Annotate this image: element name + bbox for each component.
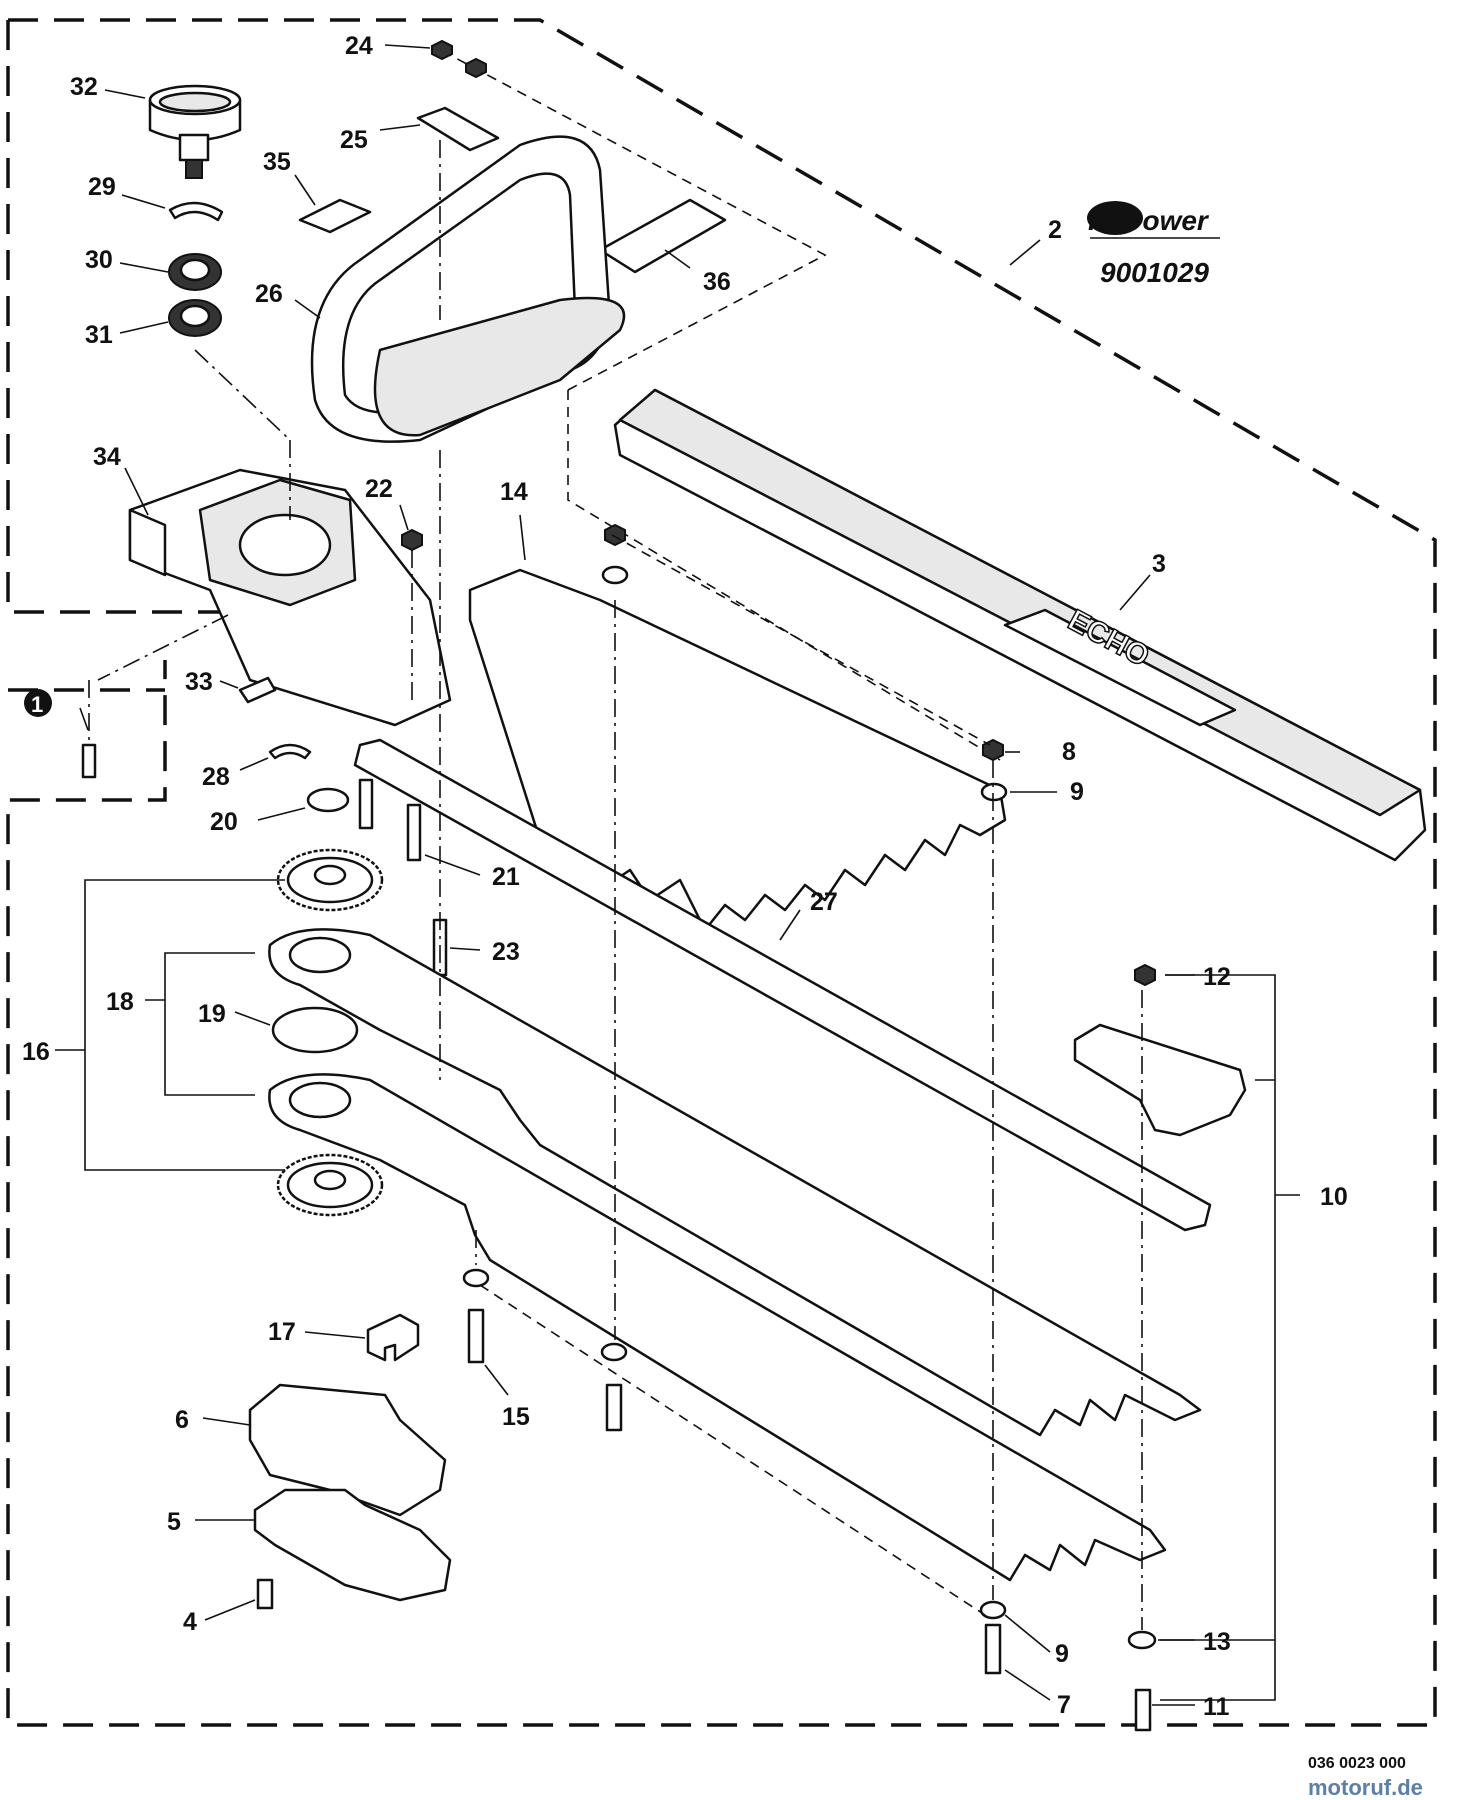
front-handle <box>310 135 626 443</box>
guide-rail-27 <box>353 738 1212 1232</box>
tip-guard <box>1073 1023 1247 1137</box>
bearing-31 <box>168 299 222 337</box>
nut-24 <box>431 39 453 61</box>
label-17: 17 <box>268 1318 296 1346</box>
label-30: 30 <box>85 246 113 274</box>
bolt-4 <box>256 1578 274 1610</box>
label-9a: 9 <box>1070 778 1084 806</box>
label-6: 6 <box>175 1406 189 1434</box>
label-16: 16 <box>22 1038 50 1066</box>
gear-lower <box>276 1153 384 1217</box>
label-33: 33 <box>185 668 213 696</box>
label-15: 15 <box>502 1403 530 1431</box>
part-labels: 1 2 3 4 5 6 7 8 9 9 10 11 12 13 14 15 16… <box>22 32 1348 1721</box>
blade-guide-14 <box>468 568 1007 932</box>
label-36: 36 <box>703 268 731 296</box>
label-10: 10 <box>1320 1183 1348 1211</box>
repower-brand: RePower <box>1088 205 1210 236</box>
repower-part-number: 9001029 <box>1100 257 1209 288</box>
label-28: 28 <box>202 763 230 791</box>
cover-5 <box>253 1488 452 1602</box>
blade-cover: ECHO <box>613 388 1427 862</box>
bolt-21a <box>358 778 374 830</box>
label-22: 22 <box>365 475 393 503</box>
cam-plate-19 <box>271 1006 359 1054</box>
nut-24b <box>465 57 487 79</box>
label-24: 24 <box>345 32 373 60</box>
label-21: 21 <box>492 863 520 891</box>
blade-upper <box>268 928 1202 1437</box>
callout-1: 1 <box>24 689 97 779</box>
label-26: 26 <box>255 280 283 308</box>
label-20: 20 <box>210 808 238 836</box>
label-19: 19 <box>198 1000 226 1028</box>
grease-nipple-33 <box>238 676 277 704</box>
washer-15 <box>462 1268 490 1288</box>
bolt-15 <box>467 1308 485 1364</box>
leader-lines <box>79 44 1195 1706</box>
plate-25 <box>416 106 500 152</box>
label-31: 31 <box>85 321 113 349</box>
label-35 <box>298 198 372 234</box>
bolt-21b <box>406 803 422 862</box>
watermark: motoruf.de <box>1308 1775 1423 1800</box>
washer-20 <box>306 787 350 813</box>
bolt-lower-mid <box>605 1383 623 1432</box>
svg-text:1: 1 <box>31 692 43 717</box>
washer-13 <box>1127 1630 1157 1650</box>
bolt-7 <box>984 1623 1002 1675</box>
label-29: 29 <box>88 173 116 201</box>
bearing-30 <box>168 253 222 291</box>
label-27: 27 <box>810 888 838 916</box>
label-32: 32 <box>70 73 98 101</box>
label-5: 5 <box>167 1508 181 1536</box>
circlip-29 <box>168 201 224 222</box>
alignment-lines <box>88 140 1143 1630</box>
circlip-28 <box>268 743 312 760</box>
washer-lower-mid <box>600 1342 628 1362</box>
label-35: 35 <box>263 148 291 176</box>
label-8: 8 <box>1062 738 1076 766</box>
nut-upper <box>604 523 626 547</box>
label-23: 23 <box>492 938 520 966</box>
label-7: 7 <box>1057 1691 1071 1719</box>
label-9b: 9 <box>1055 1640 1069 1668</box>
nut-22 <box>401 528 423 552</box>
label-4: 4 <box>183 1608 197 1636</box>
drawing-number: 036 0023 000 <box>1308 1755 1406 1772</box>
label-2: 2 <box>1048 216 1062 244</box>
label-14: 14 <box>500 478 528 506</box>
label-3: 3 <box>1152 550 1166 578</box>
washer-9b <box>979 1600 1007 1620</box>
nut-8 <box>982 738 1004 762</box>
label-12: 12 <box>1203 963 1231 991</box>
blade-lower <box>268 1073 1167 1582</box>
gasket-6 <box>248 1383 447 1517</box>
gearbox-case <box>128 468 452 727</box>
label-13: 13 <box>1203 1628 1231 1656</box>
bolt-11 <box>1134 1688 1152 1732</box>
repower-logo: RePower 9001029 <box>1087 201 1220 288</box>
label-11: 11 <box>1203 1693 1230 1721</box>
label-18: 18 <box>106 988 134 1016</box>
washer-upper <box>601 565 629 585</box>
label-25: 25 <box>340 126 368 154</box>
bracket-lines <box>55 879 1300 1701</box>
bracket-17 <box>366 1313 420 1362</box>
washer-9 <box>980 782 1008 802</box>
nut-12 <box>1134 963 1156 987</box>
clutch-drum <box>148 84 242 179</box>
gear-upper <box>276 848 384 912</box>
label-36 <box>598 198 727 274</box>
label-34: 34 <box>93 443 121 471</box>
